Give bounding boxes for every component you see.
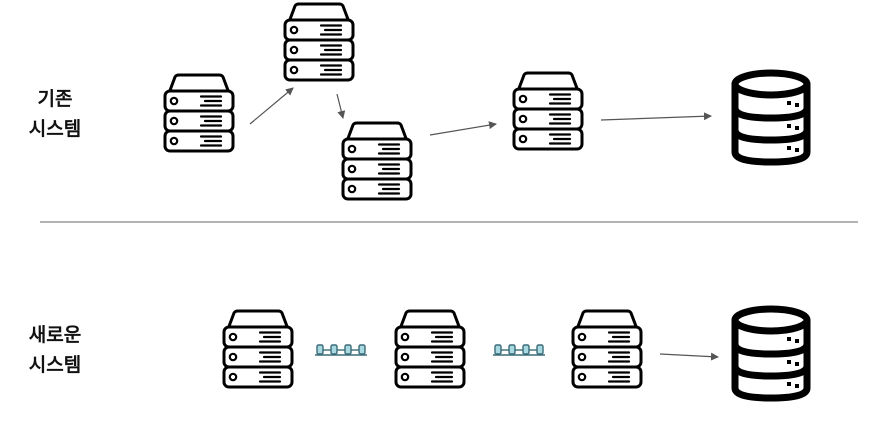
legacy-system-label-line1: 기존 <box>37 88 73 110</box>
legacy-arrow-1 <box>249 87 294 125</box>
legacy-system-label-line2: 시스템 <box>28 118 82 140</box>
new-arrow-1 <box>659 352 719 361</box>
new-server-2-icon <box>394 309 466 389</box>
message-queue-1-icon <box>314 344 368 356</box>
new-system-label-line2: 시스템 <box>28 354 82 376</box>
new-server-1-icon <box>222 309 294 389</box>
new-system-label: 새로운 시스템 <box>15 320 95 380</box>
legacy-arrow-2 <box>336 93 346 119</box>
new-system-label-line1: 새로운 <box>28 324 82 346</box>
legacy-server-3-icon <box>341 121 413 201</box>
legacy-database-icon <box>735 73 807 162</box>
legacy-arrow-3 <box>429 121 497 136</box>
new-server-3-icon <box>571 309 643 389</box>
legacy-system-label: 기존 시스템 <box>15 84 95 144</box>
new-database-icon <box>735 309 807 398</box>
message-queue-2-icon <box>492 344 546 356</box>
legacy-server-1-icon <box>163 73 235 153</box>
legacy-server-2-icon <box>283 2 355 82</box>
legacy-arrow-4 <box>600 112 712 121</box>
legacy-server-4-icon <box>512 71 584 151</box>
